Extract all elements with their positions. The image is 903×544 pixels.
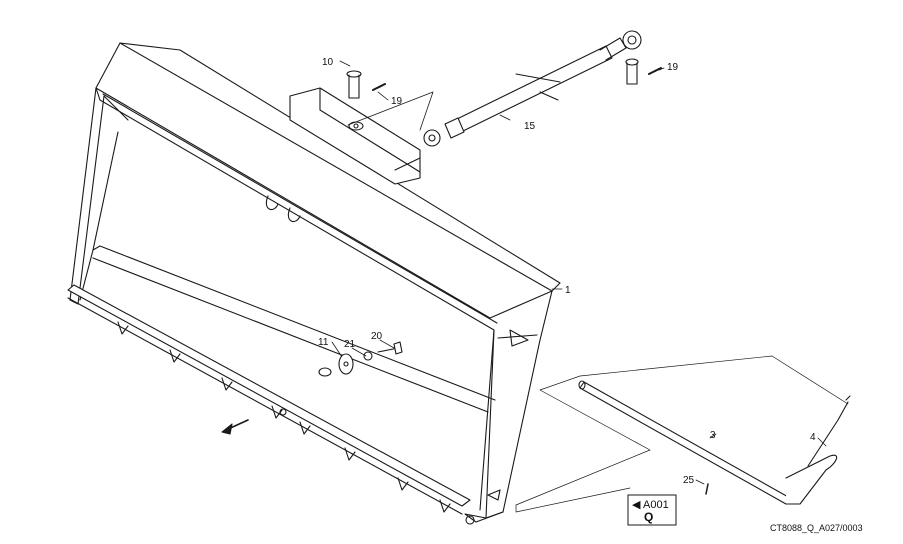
callout-19-left: 19 (391, 96, 403, 107)
callout-20: 20 (371, 331, 383, 342)
reference-letter: Q (644, 510, 653, 524)
fastener-set (338, 341, 403, 375)
tilt-cylinder (423, 30, 642, 147)
callout-10: 10 (322, 57, 334, 68)
callout-11: 11 (318, 337, 329, 348)
reference-box: ◀ A001 Q (627, 494, 677, 526)
callout-15: 15 (524, 121, 536, 132)
callout-19-right: 19 (667, 62, 679, 73)
pin-right (625, 58, 639, 85)
reference-arrow: ◀ (632, 499, 641, 511)
callout-4: 4 (810, 432, 816, 443)
drawing-code: CT8088_Q_A027/0003 (770, 523, 863, 533)
callout-1: 1 (565, 285, 571, 296)
bucket-frame (67, 42, 561, 525)
callout-3: 3 (710, 430, 716, 441)
callout-25: 25 (683, 475, 695, 486)
callout-21: 21 (344, 339, 356, 350)
reference-code: A001 (643, 499, 669, 511)
latch-rod (578, 380, 851, 505)
